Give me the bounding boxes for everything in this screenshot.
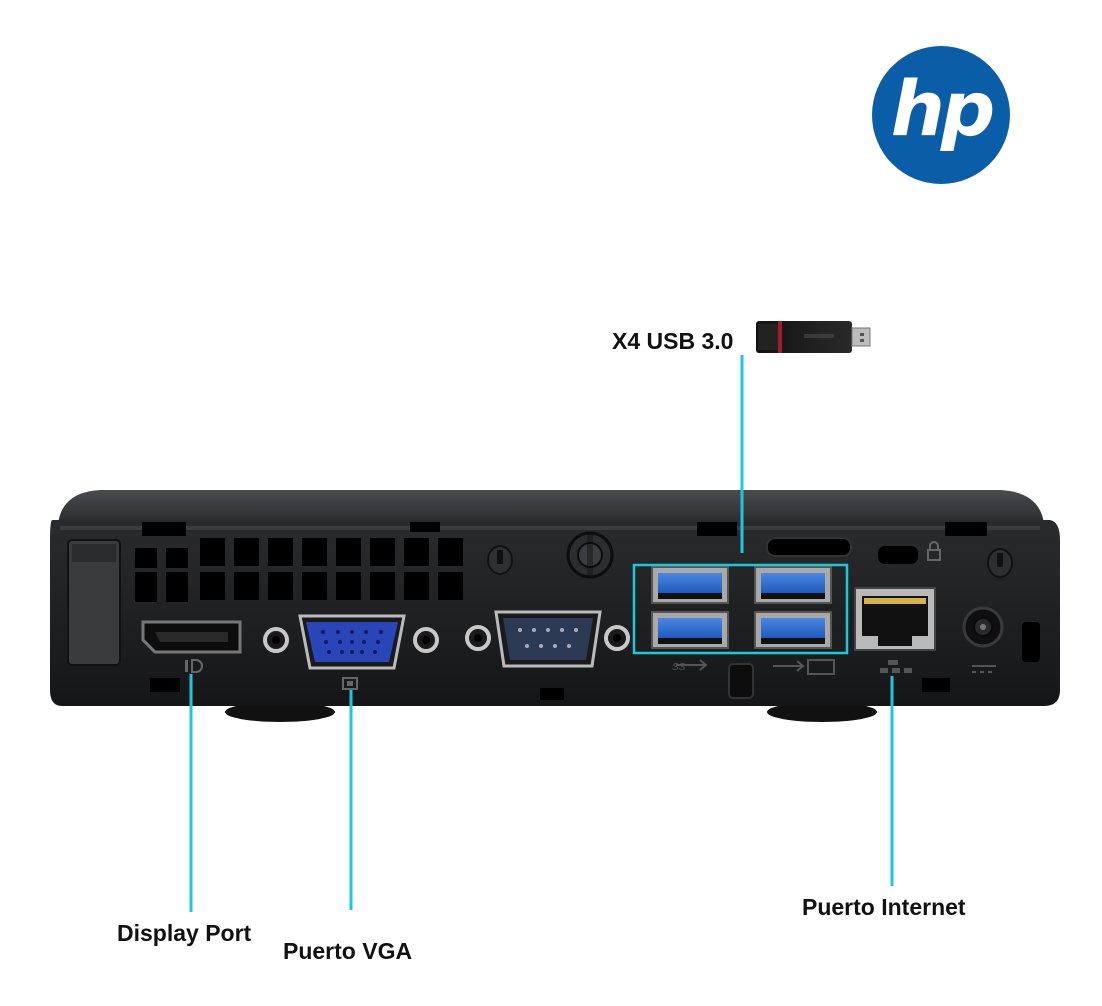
hp-logo: hp xyxy=(871,45,1011,185)
callout-lines xyxy=(189,355,894,912)
ethernet-port xyxy=(854,587,936,651)
hp-logo-text: hp xyxy=(890,63,996,153)
vga-label: Puerto VGA xyxy=(283,938,413,964)
displayport-connector xyxy=(141,620,242,654)
air-vent xyxy=(135,538,463,602)
usb-ss-icon: SS xyxy=(672,659,708,673)
keyboard-icon xyxy=(807,659,835,675)
usb-ports xyxy=(651,566,832,649)
ethernet-icon xyxy=(880,660,912,673)
displayport-icon xyxy=(185,659,203,673)
rubber-foot-left xyxy=(225,702,335,722)
usb-icon xyxy=(773,660,805,672)
power-jack xyxy=(962,606,1004,648)
usb-label: X4 USB 3.0 xyxy=(612,328,734,354)
thumbscrew xyxy=(566,531,614,579)
displayport-label: Display Port xyxy=(117,920,252,946)
serial-port xyxy=(465,610,630,668)
usb-drive-icon xyxy=(756,321,871,353)
power-icon xyxy=(972,665,996,673)
rubber-foot-right xyxy=(767,702,877,722)
vga-connector xyxy=(263,614,439,670)
lock-icon xyxy=(927,541,941,561)
side-latch xyxy=(67,539,121,666)
ethernet-label: Puerto Internet xyxy=(802,894,966,920)
svg-text:SS: SS xyxy=(672,662,686,673)
vga-icon xyxy=(342,677,358,690)
usb-highlight-box xyxy=(632,563,849,655)
